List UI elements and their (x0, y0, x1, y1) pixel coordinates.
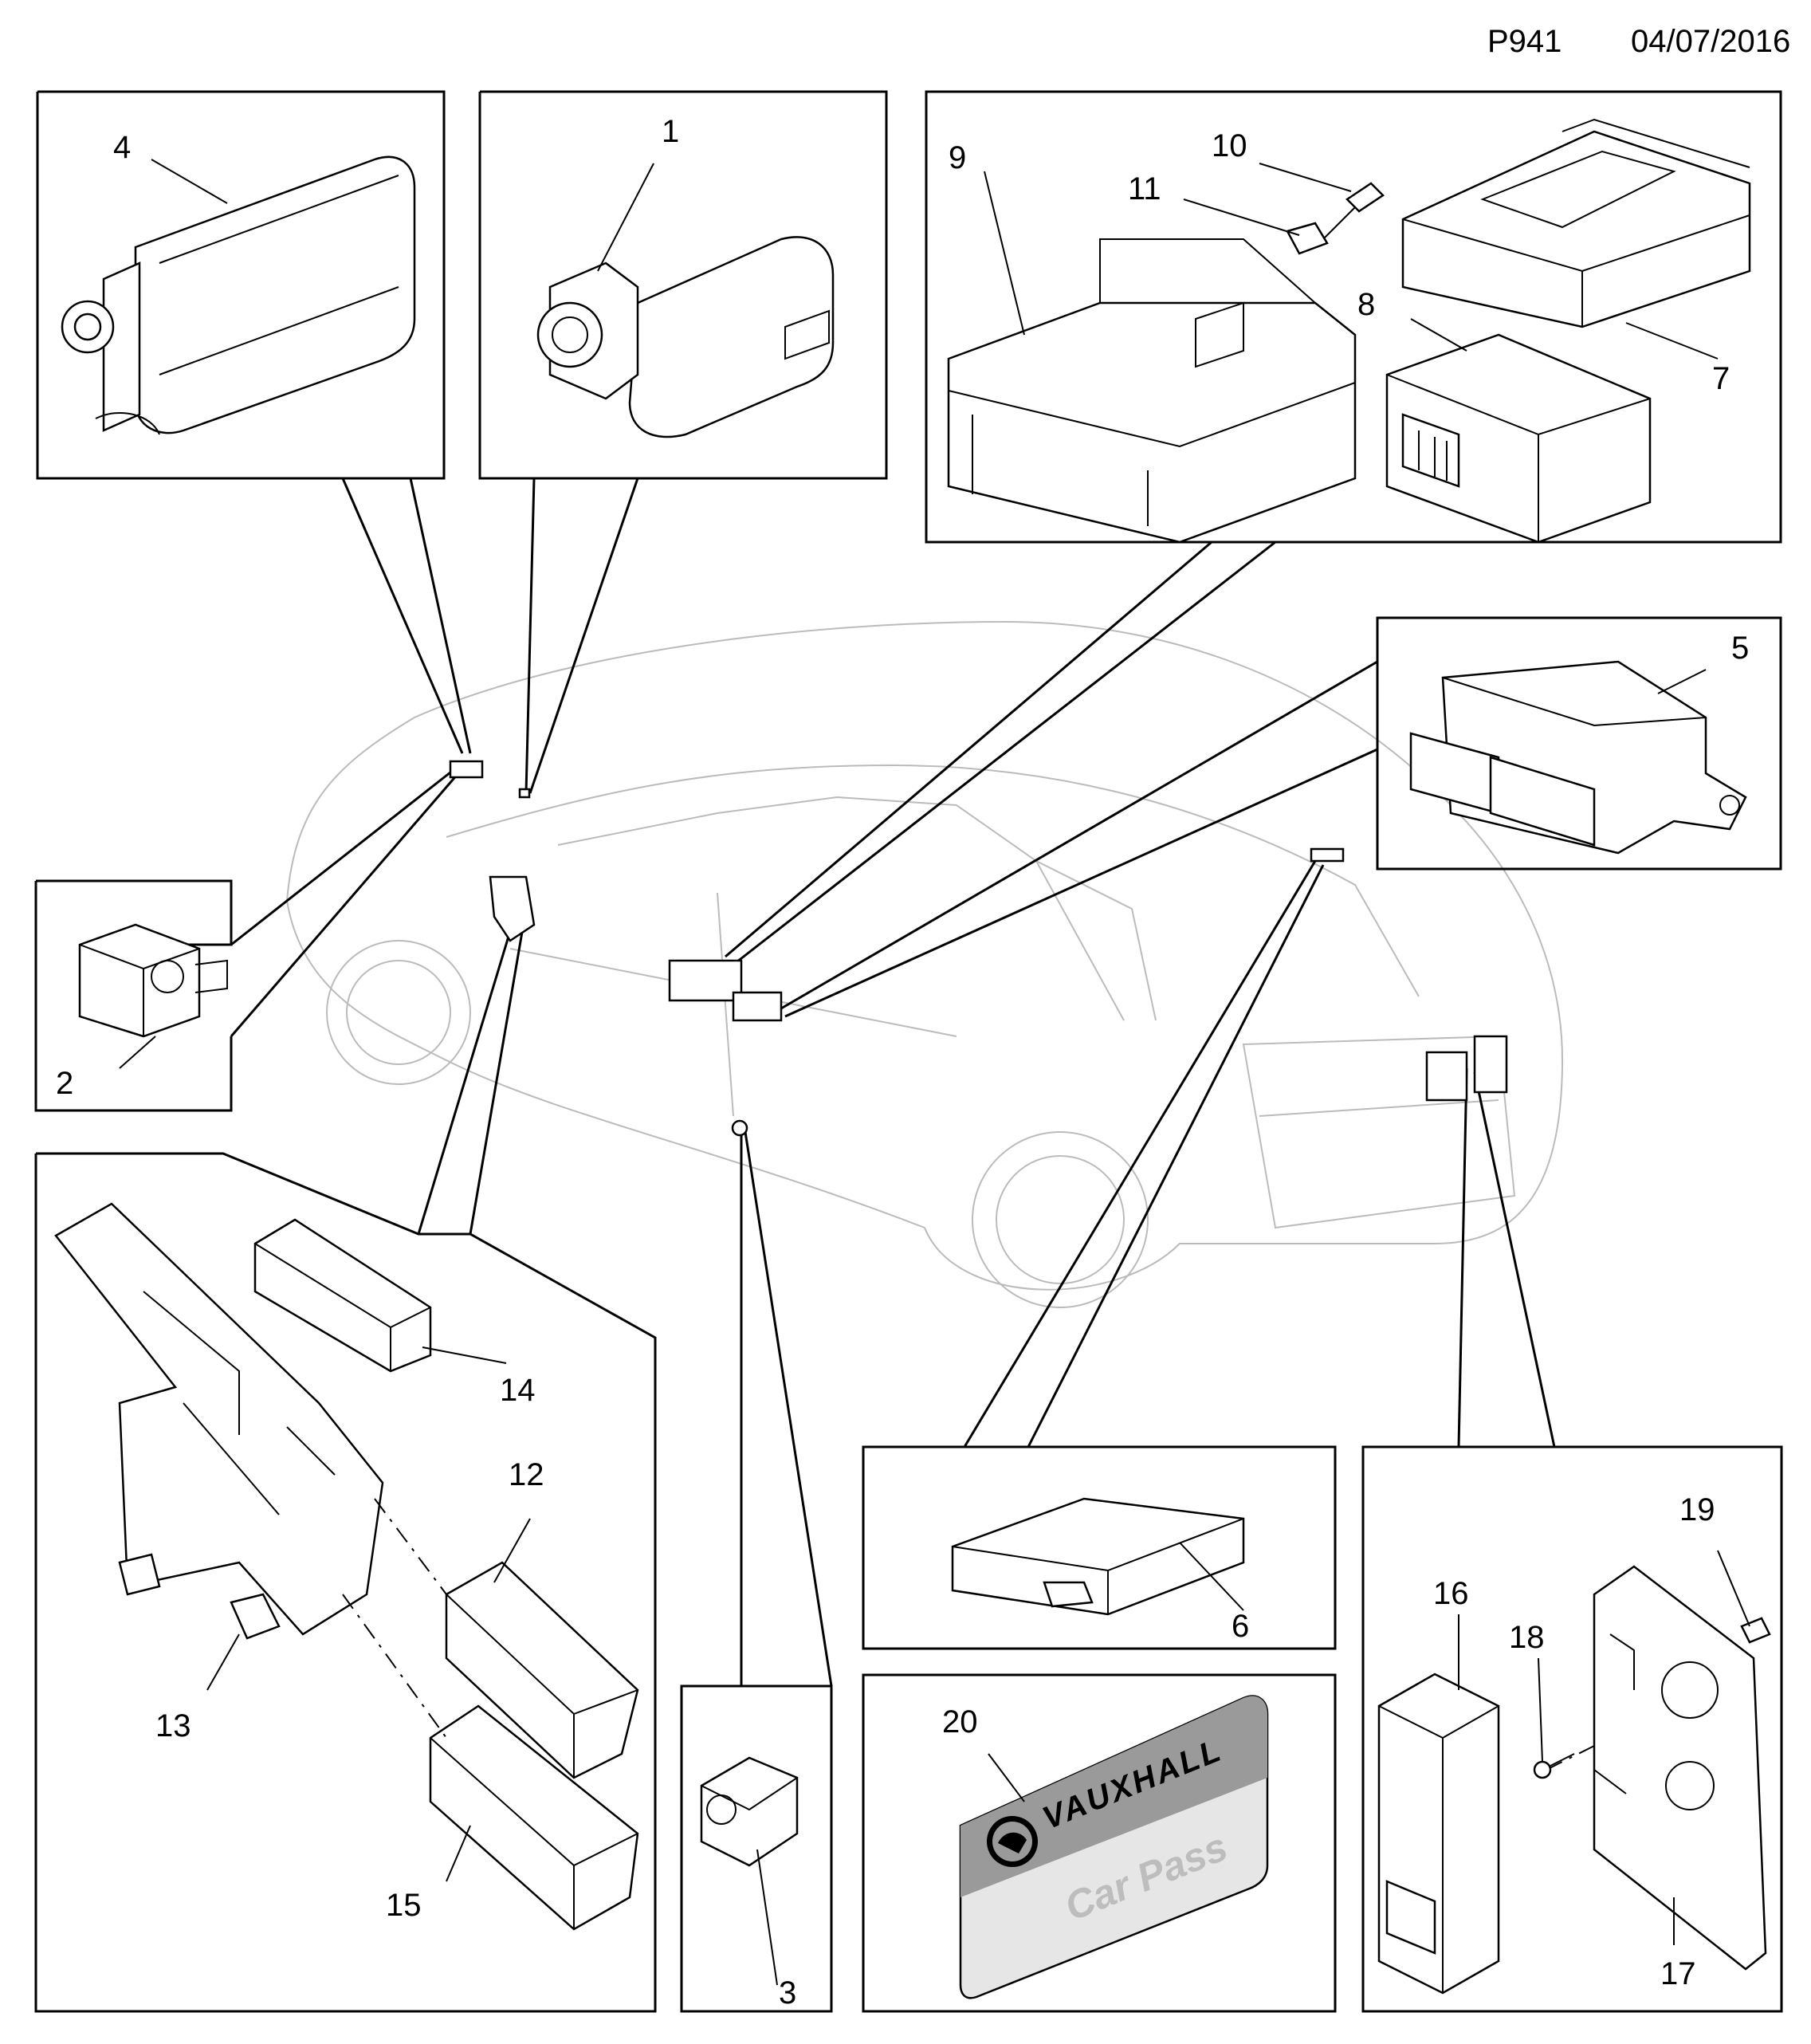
callout-13: 13 (155, 1708, 191, 1743)
panel-5 (1376, 616, 1782, 871)
part-2-sensor (78, 923, 228, 1038)
callout-labels: 1 2 3 4 5 6 7 8 9 10 11 12 13 14 15 16 1… (56, 114, 1749, 2011)
part-14-module (253, 1218, 432, 1373)
part-17-bracket (1593, 1565, 1767, 1971)
panel-7-11 (925, 90, 1782, 544)
callout-20: 20 (942, 1704, 978, 1739)
callout-5: 5 (1731, 631, 1749, 666)
part-9-bracket (947, 238, 1357, 544)
callout-14: 14 (500, 1373, 536, 1408)
part-7-module (1401, 118, 1751, 328)
part-10-bolt (1322, 182, 1385, 240)
callout-10: 10 (1212, 128, 1247, 163)
panel-6 (862, 1445, 1337, 1650)
part-11-clip (1286, 222, 1329, 255)
callout-17: 17 (1660, 1956, 1696, 1991)
callout-4: 4 (113, 130, 131, 165)
vehicle-outline (285, 620, 1564, 1308)
part-bracket-assembly (54, 1202, 384, 1640)
callout-15: 15 (386, 1888, 422, 1923)
part-12-module (445, 1561, 639, 1779)
callout-11: 11 (1128, 171, 1161, 206)
part-15-module (429, 1704, 639, 1931)
panel-3 (680, 1684, 833, 2013)
callout-2: 2 (56, 1066, 73, 1101)
callout-6: 6 (1232, 1609, 1249, 1644)
panel-4 (36, 90, 446, 480)
part-19-clip (1740, 1617, 1771, 1644)
panel-16-19 (1361, 1445, 1783, 2013)
page-date: 04/07/2016 (1631, 24, 1791, 59)
part-3-sensor (700, 1756, 799, 1867)
callout-3: 3 (779, 1975, 796, 2011)
part-16-module (1377, 1673, 1500, 1995)
callout-7: 7 (1712, 361, 1730, 396)
leader-lines (230, 478, 1556, 1687)
callout-16: 16 (1433, 1576, 1469, 1611)
panel-20 (862, 1673, 1337, 2013)
callout-8: 8 (1357, 287, 1375, 322)
part-6-module (951, 1497, 1245, 1616)
page-code: P941 (1487, 24, 1562, 59)
panel-12-15 (34, 1152, 657, 2013)
callout-12: 12 (509, 1457, 544, 1492)
part-20-car-pass-card: VAUXHALL Car Pass (959, 1695, 1269, 1999)
car-sensor-markers (449, 760, 1508, 1137)
part-4-sensor (61, 155, 416, 435)
part-1-sensor (536, 236, 835, 438)
callout-9: 9 (949, 140, 966, 175)
panel-1 (478, 90, 888, 480)
part-8-module (1385, 333, 1652, 544)
callout-19: 19 (1679, 1492, 1715, 1527)
callout-pointers (119, 159, 1750, 1986)
callout-1: 1 (662, 114, 679, 149)
callout-18: 18 (1509, 1620, 1545, 1655)
part-5-module (1409, 660, 1747, 855)
panel-2 (34, 879, 233, 1112)
